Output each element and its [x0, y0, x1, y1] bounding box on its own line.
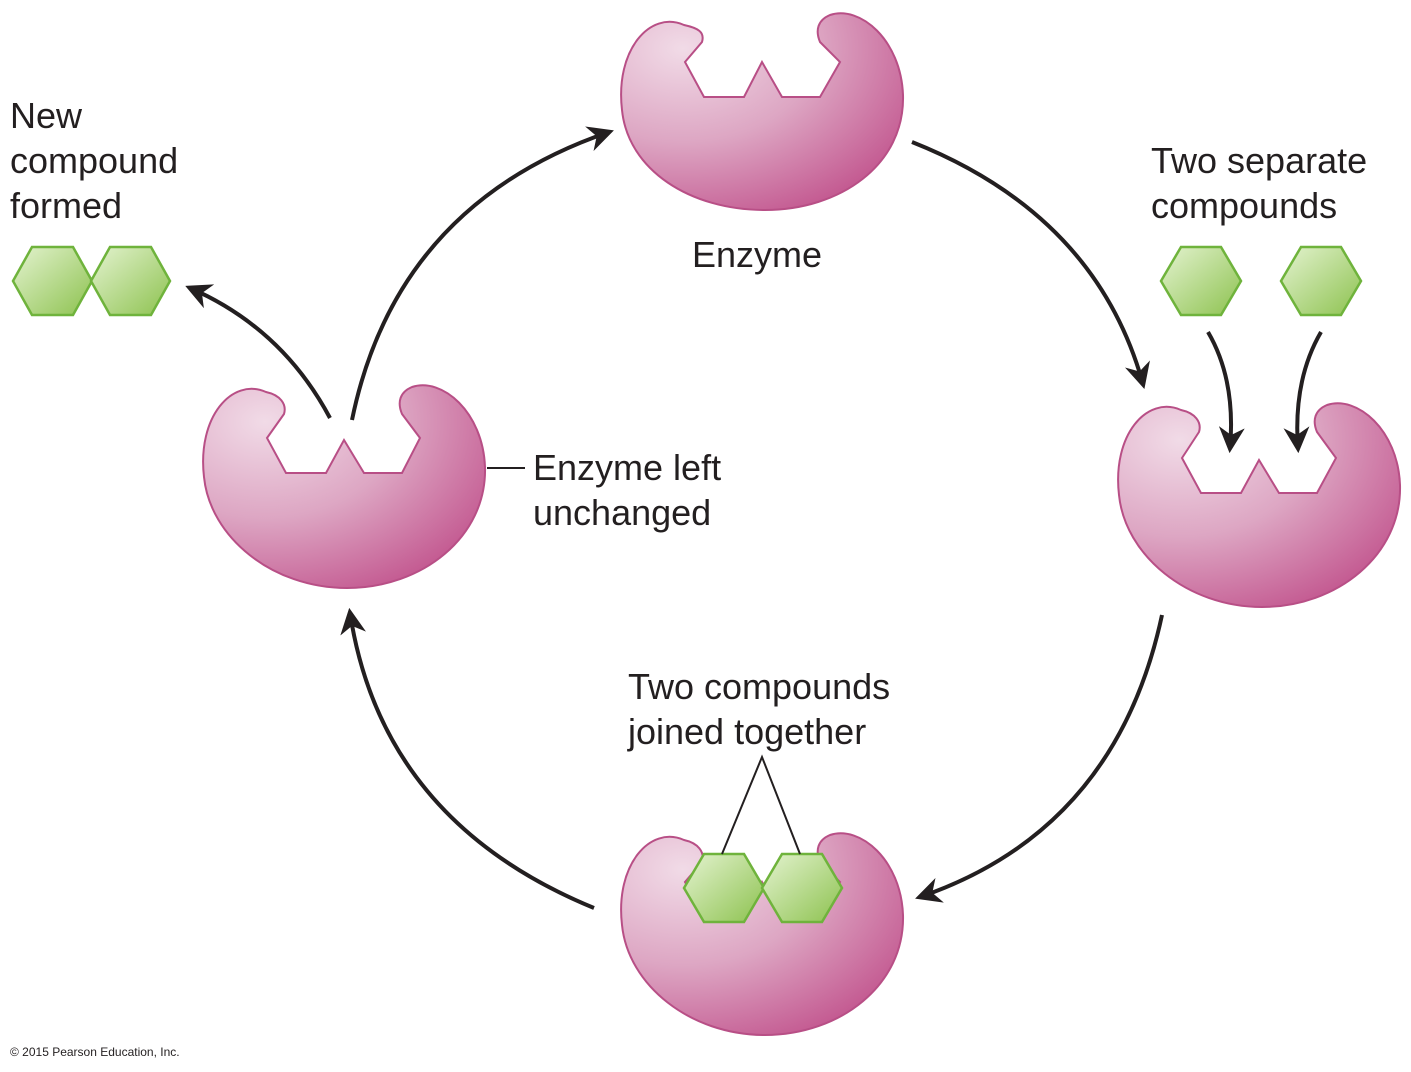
leader-line-joined: [721, 754, 801, 855]
copyright-notice: © 2015 Pearson Education, Inc.: [10, 1045, 180, 1059]
enzyme-right: [1117, 402, 1402, 609]
arrow-release-product: [185, 284, 332, 419]
hexagon-separate-1: [1159, 245, 1243, 317]
hexagon-separate-2: [1279, 245, 1363, 317]
arrow-substrate-1: [1206, 330, 1245, 454]
label-new-line3: formed: [10, 185, 123, 226]
label-two-separate-line1: Two separate: [1151, 140, 1368, 181]
arrow-right-to-bottom: [915, 614, 1164, 903]
label-unchanged-line1: Enzyme left: [533, 447, 722, 488]
label-unchanged-line2: unchanged: [533, 492, 712, 533]
label-new-line1: New: [10, 95, 83, 136]
arrow-top-to-right: [911, 140, 1150, 390]
enzyme-top: [620, 12, 905, 212]
hexagon-formed-left: [11, 245, 94, 317]
enzyme-left: [202, 384, 487, 590]
hexagon-formed-right: [89, 245, 172, 317]
arrow-bottom-to-left: [340, 607, 595, 910]
label-two-separate-line2: compounds: [1151, 185, 1338, 226]
enzyme-bottom: [620, 832, 905, 1037]
arrow-substrate-2: [1283, 330, 1323, 454]
label-joined-line2: joined together: [628, 711, 867, 752]
hexagon-joined-right: [760, 852, 844, 924]
label-enzyme: Enzyme: [692, 234, 823, 275]
label-new-line2: compound: [10, 140, 179, 181]
arrow-left-to-top: [350, 126, 614, 421]
label-joined-line1: Two compounds: [628, 666, 891, 707]
